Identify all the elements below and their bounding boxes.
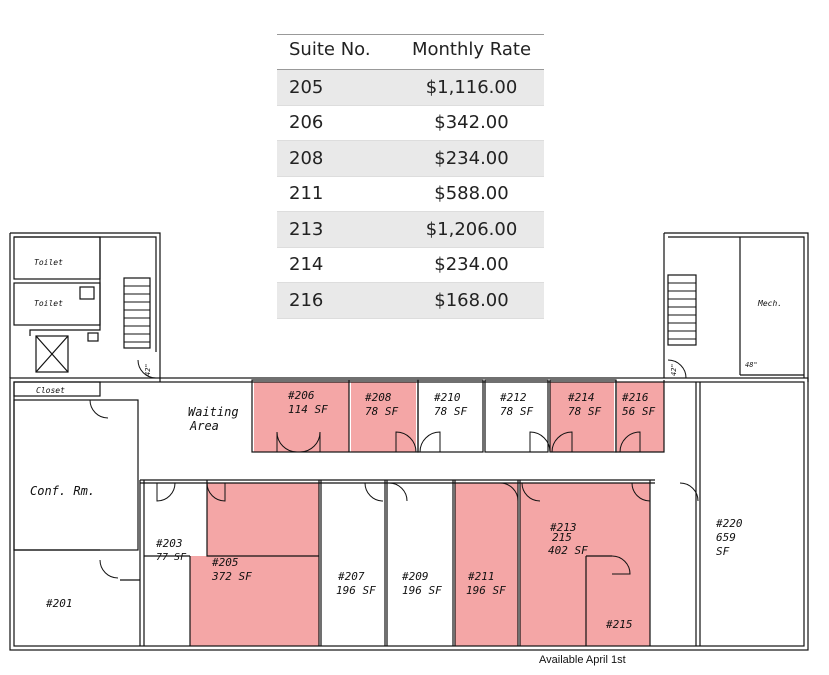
- suite-cell: 206: [277, 105, 399, 141]
- suite-cell: 211: [277, 176, 399, 212]
- room-213-label: #213: [549, 521, 577, 534]
- room-208-area: 78 SF: [365, 405, 398, 418]
- room-209-area: 196 SF: [402, 584, 442, 597]
- room-214-label: #214: [567, 391, 595, 404]
- suite-header: Suite No.: [277, 34, 399, 70]
- room-203-label: #203: [155, 537, 183, 550]
- room-207-label: #207: [337, 570, 365, 583]
- stair-treads: [124, 282, 696, 343]
- availability-note: Available April 1st: [539, 654, 626, 666]
- room-207-area: 196 SF: [336, 584, 376, 597]
- rate-cell: $234.00: [399, 140, 544, 177]
- room-212-label: #212: [499, 391, 527, 404]
- rate-cell: $588.00: [399, 176, 544, 212]
- rate-cell: $168.00: [399, 282, 544, 319]
- room-211-label: #211: [467, 570, 495, 583]
- room-211-area: 196 SF: [466, 584, 506, 597]
- dim-mech-label: 48": [745, 361, 758, 369]
- suite-214-fill[interactable]: [550, 382, 614, 452]
- room-213-area: 402 SF: [548, 544, 588, 557]
- room-216-label: #216: [621, 391, 649, 404]
- table-row: 214 $234.00: [277, 247, 544, 283]
- room-213-sub: 215: [552, 531, 572, 544]
- table-row: 213 $1,206.00: [277, 211, 544, 248]
- conf-room-label: Conf. Rm.: [30, 484, 95, 498]
- room-209-label: #209: [401, 570, 429, 583]
- highlighted-suites: [190, 382, 664, 646]
- plan-labels: Toilet Toilet Closet Waiting Area Conf. …: [30, 258, 782, 631]
- room-201-label: #201: [45, 597, 73, 610]
- mech-label: Mech.: [757, 299, 782, 308]
- suite-211-fill[interactable]: [455, 483, 518, 646]
- dim-right-label: 42": [670, 363, 678, 376]
- room-210-label: #210: [433, 391, 461, 404]
- waiting-label: Waiting: [188, 405, 239, 419]
- area-label: Area: [189, 419, 219, 433]
- table-row: 208 $234.00: [277, 140, 544, 177]
- room-205-area: 372 SF: [211, 570, 252, 583]
- table-row: 216 $168.00: [277, 282, 544, 319]
- suite-cell: 208: [277, 140, 399, 177]
- room-206-area: 114 SF: [288, 403, 328, 416]
- room-210-area: 78 SF: [434, 405, 467, 418]
- room-220-label: #220: [715, 517, 743, 530]
- rate-cell: $1,206.00: [399, 211, 544, 248]
- room-206-label: #206: [287, 389, 315, 402]
- rate-cell: $342.00: [399, 105, 544, 141]
- table-row: 205 $1,116.00: [277, 69, 544, 106]
- room-205-label: #205: [211, 556, 239, 569]
- dim-left-label: 42": [144, 363, 152, 376]
- closet-label: Closet: [36, 386, 65, 395]
- suite-205-fill[interactable]: [190, 483, 319, 646]
- rate-table-header: Suite No. Monthly Rate: [277, 34, 544, 70]
- suite-208-fill[interactable]: [351, 382, 416, 452]
- room-212-area: 78 SF: [500, 405, 533, 418]
- room-214-area: 78 SF: [568, 405, 601, 418]
- toilet-label-1: Toilet: [34, 258, 63, 267]
- room-208-label: #208: [364, 391, 392, 404]
- room-220-area: 659: [716, 531, 736, 544]
- suite-cell: 205: [277, 69, 399, 106]
- room-203-area: 77 SF: [156, 552, 187, 563]
- rate-cell: $1,116.00: [399, 69, 544, 106]
- room-215-label: #215: [605, 618, 633, 631]
- toilet-label-2: Toilet: [34, 299, 63, 308]
- room-220-unit: SF: [716, 545, 730, 558]
- rate-cell: $234.00: [399, 247, 544, 283]
- table-row: 206 $342.00: [277, 105, 544, 141]
- suite-206-fill[interactable]: [254, 382, 349, 452]
- rate-header: Monthly Rate: [399, 34, 544, 70]
- suite-cell: 216: [277, 282, 399, 319]
- suite-cell: 214: [277, 247, 399, 283]
- walls: [9, 232, 809, 651]
- suite-cell: 213: [277, 211, 399, 248]
- rate-table: Suite No. Monthly Rate 205 $1,116.00 206…: [277, 34, 544, 319]
- table-row: 211 $588.00: [277, 176, 544, 212]
- door-swings: [89, 359, 699, 579]
- room-216-area: 56 SF: [622, 405, 655, 418]
- suite-213-fill[interactable]: [520, 483, 650, 646]
